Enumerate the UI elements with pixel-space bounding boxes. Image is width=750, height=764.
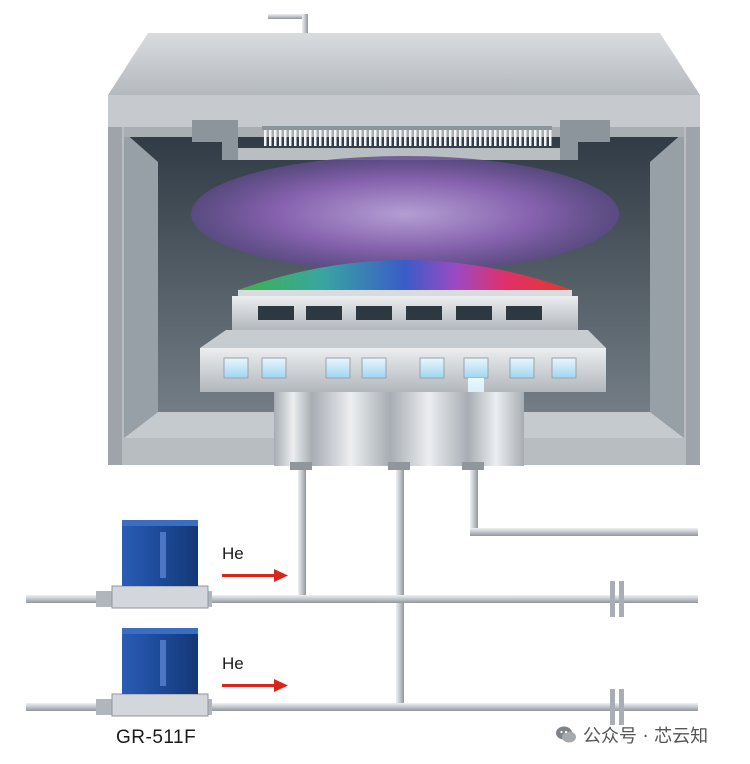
controller-model-label: GR-511F [116, 727, 197, 748]
gas-line-2 [26, 689, 698, 725]
showerhead [262, 126, 552, 146]
wechat-icon [555, 724, 577, 746]
gas-line-1 [26, 581, 698, 617]
feed-pipes [290, 462, 698, 708]
plasma-glow [191, 156, 619, 272]
wafer [238, 260, 572, 296]
watermark-text: 公众号 · 芯云知 [583, 726, 709, 747]
watermark: 公众号 · 芯云知 [555, 722, 708, 748]
mass-flow-controller-2 [96, 628, 212, 717]
flow-arrow-2 [222, 679, 288, 692]
mass-flow-controller-1 [96, 520, 212, 609]
flow-arrow-1 [222, 569, 288, 582]
gas-label-he-2: He [222, 654, 244, 673]
chuck-support-columns [274, 392, 524, 466]
gas-label-he-1: He [222, 544, 244, 563]
electrostatic-chuck [200, 296, 606, 392]
